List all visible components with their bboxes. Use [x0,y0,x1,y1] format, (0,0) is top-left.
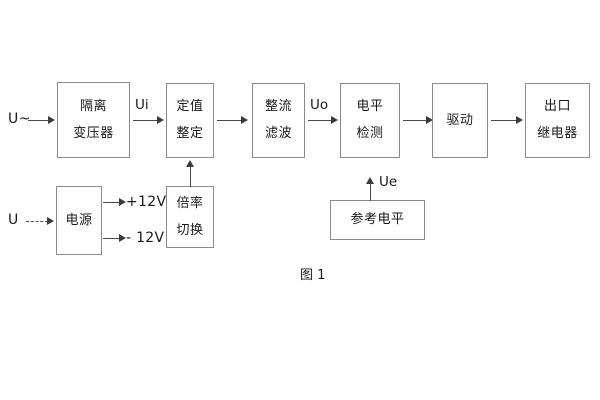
block-line-1: 倍率 [176,195,204,211]
arrowhead-reference-to-level [366,177,374,184]
block-line-1: 电平 [356,99,384,115]
figure-caption: 图 1 [300,268,326,283]
block-reference-level[interactable]: 参考电平 [330,200,425,240]
rail-label-positive: +12V [126,194,167,210]
arrowhead-ac-input [48,116,55,124]
signal-label-ui: Ui [135,97,149,113]
block-line-1: 整流 [264,99,292,115]
block-line-1: 出口 [543,99,571,115]
arrowhead-drive-to-relay [516,116,523,124]
connector-ac-input [28,120,50,121]
block-line-2: 切换 [176,222,204,238]
block-line-1: 电源 [65,212,93,228]
arrowhead-rail-positive [119,198,126,206]
connector-rail-positive [103,202,121,203]
connector-dc-input [26,221,48,222]
arrowhead-uo [331,116,338,124]
block-level-detect[interactable]: 电平 检测 [340,83,400,158]
block-line-2: 继电器 [537,126,578,141]
input-label-dc: U [8,212,19,228]
connector-uo [308,120,333,121]
block-isolation-transformer[interactable]: 隔离 变压器 [57,82,130,158]
arrowhead-dc-input [47,217,54,225]
block-output-relay[interactable]: 出口 继电器 [525,83,590,158]
block-power-supply[interactable]: 电源 [56,186,102,255]
arrowhead-level-to-drive [426,116,433,124]
block-line-2: 变压器 [73,125,114,141]
input-label-ac: U~ [8,111,31,127]
signal-label-ue: Ue [379,174,398,190]
connector-multiplier-to-setpoint [190,166,191,187]
block-multiplier-switch[interactable]: 倍率 切换 [166,186,214,248]
block-drive[interactable]: 驱动 [432,83,488,158]
arrowhead-setpoint-to-rectify [241,116,248,124]
block-line-1: 定值 [176,99,204,115]
connector-ui [133,120,159,121]
connector-setpoint-to-rectify [217,120,243,121]
rail-label-negative: - 12V [126,230,165,246]
connector-level-to-drive [403,120,428,121]
block-line-2: 滤波 [264,126,292,141]
block-line-1: 参考电平 [350,212,405,228]
arrowhead-rail-negative [119,234,126,242]
connector-drive-to-relay [491,120,518,121]
block-line-2: 整定 [176,126,204,141]
block-setpoint-adjust[interactable]: 定值 整定 [166,83,214,158]
block-line-1: 隔离 [79,98,107,114]
block-rectify-filter[interactable]: 整流 滤波 [252,83,305,158]
arrowhead-ui [157,116,164,124]
signal-label-uo: Uo [310,97,329,113]
connector-rail-negative [103,238,121,239]
block-line-2: 检测 [356,126,384,141]
block-line-1: 驱动 [446,112,474,128]
arrowhead-multiplier-to-setpoint [186,160,194,167]
connector-reference-to-level [370,184,371,201]
